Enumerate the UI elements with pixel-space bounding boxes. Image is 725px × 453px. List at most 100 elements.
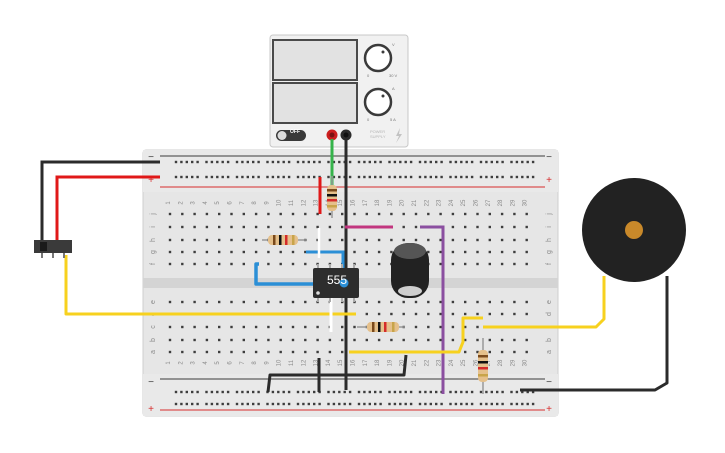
rail-hole[interactable] <box>496 160 499 164</box>
rail-hole[interactable] <box>221 160 224 164</box>
hole[interactable] <box>464 250 467 254</box>
rail-hole[interactable] <box>241 402 244 406</box>
hole[interactable] <box>427 238 430 242</box>
rail-hole[interactable] <box>338 175 341 179</box>
rail-hole[interactable] <box>196 160 199 164</box>
hole[interactable] <box>451 225 455 229</box>
hole[interactable] <box>267 212 270 216</box>
hole[interactable] <box>230 350 233 354</box>
rail-hole[interactable] <box>363 390 366 394</box>
rail-hole[interactable] <box>313 175 316 179</box>
rail-hole[interactable] <box>435 402 438 406</box>
hole[interactable] <box>267 338 270 342</box>
hole[interactable] <box>254 225 258 229</box>
rail-hole[interactable] <box>531 175 535 179</box>
hole[interactable] <box>291 350 295 354</box>
rail-hole[interactable] <box>266 402 269 406</box>
hole[interactable] <box>181 350 184 354</box>
rail-hole[interactable] <box>501 160 504 164</box>
rail-hole[interactable] <box>404 390 407 394</box>
hole[interactable] <box>377 250 381 254</box>
hole[interactable] <box>427 338 430 342</box>
hole[interactable] <box>341 212 344 216</box>
hole[interactable] <box>168 338 172 342</box>
hole[interactable] <box>488 262 491 266</box>
rail-hole[interactable] <box>515 390 519 394</box>
hole[interactable] <box>414 225 418 229</box>
rail-hole[interactable] <box>332 175 336 179</box>
hole[interactable] <box>525 250 528 254</box>
hole[interactable] <box>427 300 430 304</box>
rail-hole[interactable] <box>252 390 255 394</box>
hole[interactable] <box>242 350 245 354</box>
rail-hole[interactable] <box>216 402 219 406</box>
hole[interactable] <box>402 300 405 304</box>
yellow-wire-buzzer[interactable] <box>483 276 606 329</box>
hole[interactable] <box>365 250 368 254</box>
hole[interactable] <box>291 338 295 342</box>
rail-hole[interactable] <box>271 390 275 394</box>
hole[interactable] <box>205 350 209 354</box>
rail-hole[interactable] <box>287 390 291 394</box>
hole[interactable] <box>525 350 528 354</box>
psu-red-terminal[interactable] <box>326 129 338 141</box>
rail-hole[interactable] <box>332 160 336 164</box>
hole[interactable] <box>267 325 270 329</box>
rail-hole[interactable] <box>449 175 452 179</box>
rail-hole[interactable] <box>465 160 468 164</box>
rail-hole[interactable] <box>418 175 422 179</box>
hole[interactable] <box>242 300 245 304</box>
hole[interactable] <box>242 325 245 329</box>
hole[interactable] <box>279 250 282 254</box>
hole[interactable] <box>414 300 418 304</box>
hole[interactable] <box>316 325 319 329</box>
hole[interactable] <box>451 300 455 304</box>
hole[interactable] <box>353 325 356 329</box>
rail-hole[interactable] <box>210 160 214 164</box>
hole[interactable] <box>218 212 221 216</box>
hole[interactable] <box>304 350 307 354</box>
hole[interactable] <box>525 212 528 216</box>
rail-hole[interactable] <box>302 390 305 394</box>
rail-hole[interactable] <box>216 175 219 179</box>
rail-hole[interactable] <box>327 402 330 406</box>
hole[interactable] <box>328 212 332 216</box>
rail-hole[interactable] <box>327 160 330 164</box>
hole[interactable] <box>476 225 479 229</box>
hole[interactable] <box>488 225 491 229</box>
rail-hole[interactable] <box>357 160 361 164</box>
hole[interactable] <box>168 238 172 242</box>
slide-switch[interactable] <box>34 240 72 258</box>
rail-hole[interactable] <box>235 402 239 406</box>
rail-hole[interactable] <box>531 160 535 164</box>
hole[interactable] <box>488 338 491 342</box>
rail-hole[interactable] <box>327 390 330 394</box>
hole[interactable] <box>193 212 196 216</box>
resistor-left[interactable] <box>262 235 306 245</box>
hole[interactable] <box>218 262 221 266</box>
hole[interactable] <box>193 238 196 242</box>
rail-hole[interactable] <box>510 175 513 179</box>
hole[interactable] <box>168 325 172 329</box>
rail-hole[interactable] <box>393 160 397 164</box>
hole[interactable] <box>427 250 430 254</box>
rail-hole[interactable] <box>399 390 402 394</box>
rail-hole[interactable] <box>185 160 188 164</box>
rail-hole[interactable] <box>210 402 214 406</box>
hole[interactable] <box>254 238 258 242</box>
rail-hole[interactable] <box>393 402 397 406</box>
hole[interactable] <box>525 238 528 242</box>
rail-hole[interactable] <box>226 160 230 164</box>
rail-hole[interactable] <box>307 160 310 164</box>
rail-hole[interactable] <box>496 390 499 394</box>
hole[interactable] <box>390 238 393 242</box>
hole[interactable] <box>525 225 528 229</box>
hole[interactable] <box>205 250 209 254</box>
hole[interactable] <box>488 250 491 254</box>
hole[interactable] <box>218 225 221 229</box>
rail-hole[interactable] <box>246 390 249 394</box>
rail-hole[interactable] <box>531 402 535 406</box>
rail-hole[interactable] <box>465 402 468 406</box>
hole[interactable] <box>365 262 368 266</box>
hole[interactable] <box>242 262 245 266</box>
